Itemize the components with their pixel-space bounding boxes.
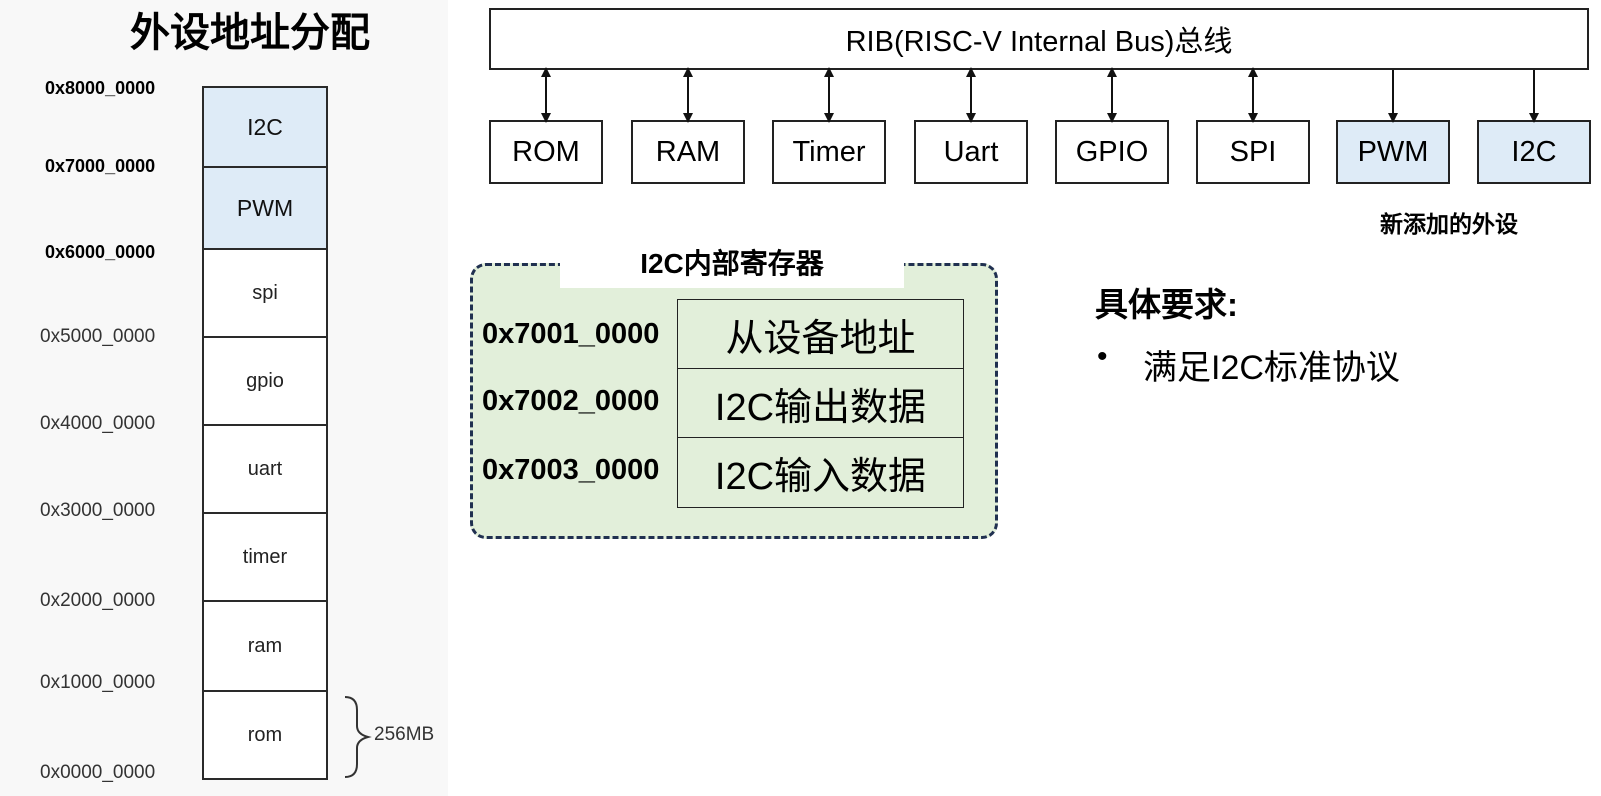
peripheral-rom: ROM bbox=[489, 120, 603, 184]
bus-box: RIB(RISC-V Internal Bus)总线 bbox=[489, 8, 1589, 70]
register-address: 0x7002_0000 bbox=[482, 385, 660, 417]
peripheral-uart: Uart bbox=[914, 120, 1028, 184]
register-name-cell: I2C输入数据 bbox=[677, 437, 964, 508]
register-panel-title: I2C内部寄存器 bbox=[640, 248, 824, 279]
memory-address: 0x1000_0000 bbox=[40, 672, 156, 693]
peripheral-pwm: PWM bbox=[1336, 120, 1450, 184]
register-name-cell: I2C输出数据 bbox=[677, 368, 964, 438]
size-brace-icon bbox=[344, 696, 372, 778]
peripheral-ram: RAM bbox=[631, 120, 745, 184]
memory-address: 0x6000_0000 bbox=[45, 242, 156, 262]
new-peripherals-note: 新添加的外设 bbox=[1380, 211, 1518, 237]
memory-map-title: 外设地址分配 bbox=[130, 11, 370, 55]
memory-block-timer: timer bbox=[202, 512, 328, 602]
peripheral-spi: SPI bbox=[1196, 120, 1310, 184]
requirements-title: 具体要求: bbox=[1095, 286, 1238, 323]
memory-address: 0x5000_0000 bbox=[40, 326, 156, 347]
memory-address: 0x3000_0000 bbox=[40, 500, 156, 521]
register-address: 0x7003_0000 bbox=[482, 454, 660, 486]
register-name-cell: 从设备地址 bbox=[677, 299, 964, 369]
memory-block-rom: rom bbox=[202, 690, 328, 780]
memory-address: 0x8000_0000 bbox=[45, 78, 156, 98]
peripheral-i2c: I2C bbox=[1477, 120, 1591, 184]
memory-block-pwm: PWM bbox=[202, 166, 328, 250]
bullet-icon: • bbox=[1097, 340, 1108, 373]
peripheral-timer: Timer bbox=[772, 120, 886, 184]
requirement-item: 满足I2C标准协议 bbox=[1143, 349, 1400, 387]
register-title-background bbox=[560, 240, 904, 288]
memory-address: 0x7000_0000 bbox=[45, 156, 156, 176]
memory-address: 0x0000_0000 bbox=[40, 762, 156, 783]
peripheral-gpio: GPIO bbox=[1055, 120, 1169, 184]
memory-block-ram: ram bbox=[202, 600, 328, 692]
block-size-label: 256MB bbox=[374, 724, 435, 745]
memory-address: 0x2000_0000 bbox=[40, 590, 156, 611]
register-address: 0x7001_0000 bbox=[482, 318, 660, 350]
memory-address: 0x4000_0000 bbox=[40, 413, 156, 434]
